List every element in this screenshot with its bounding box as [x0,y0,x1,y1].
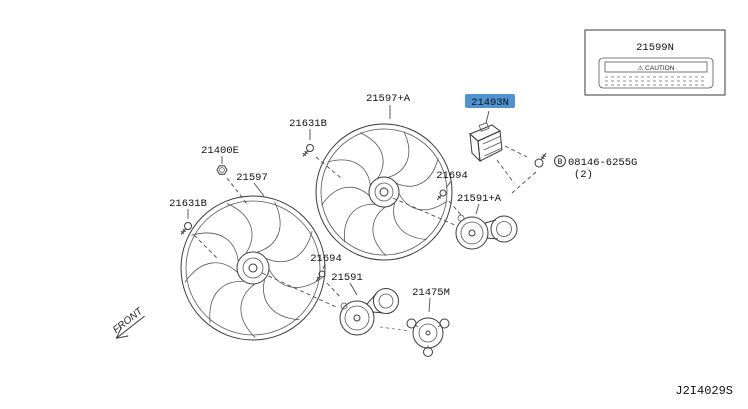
part-label-08146-number[interactable]: 08146-6255G [568,157,637,169]
part-label-08146-6255G[interactable]: B 08146-6255G (2) [554,155,638,182]
part-label-21493N-highlighted[interactable]: 21493N [465,94,515,109]
label-leader-lines [187,105,490,313]
part-label-21475M[interactable]: 21475M [412,287,450,299]
caution-label-box: 21599N ⚠ CAUTION [584,29,726,96]
caution-label-text: ⚠ CAUTION [638,64,675,72]
part-label-21631B-left[interactable]: 21631B [169,198,207,210]
motor-21591A-part [455,214,518,250]
circled-b-icon [554,155,566,167]
highlight-background [465,94,515,108]
part-label-21493N[interactable]: 21493N [471,97,509,109]
screw-21694-top-icon [436,189,447,201]
bolt-21631B-top-icon [302,144,314,157]
front-label: FRONT [111,305,146,335]
bolt-21631B-left-icon [180,222,192,235]
part-label-21591A[interactable]: 21591+A [457,193,502,205]
circled-b-letter: B [558,158,563,167]
screw-21694-mid-icon [315,270,326,282]
resistor-21493N-part [469,122,503,163]
part-label-21599N[interactable]: 21599N [636,42,674,54]
diagram-code: J2I4029S [675,384,733,398]
front-direction-indicator: FRONT [111,305,146,339]
nut-21400E-icon [216,165,228,175]
part-label-21694-mid[interactable]: 21694 [310,253,342,265]
part-label-21591[interactable]: 21591 [331,272,363,284]
part-label-21597A[interactable]: 21597+A [366,93,411,105]
part-label-21400E[interactable]: 21400E [201,145,239,157]
fan-wheel-21597A [315,123,453,261]
part-labels: 21597+A 21631B 21400E 21597 21631B 21493… [169,93,637,299]
bolt-08146-icon [534,152,547,168]
fan-wheel-21597 [180,195,326,341]
motor-21591-part [339,288,399,336]
part-label-21597[interactable]: 21597 [236,172,268,184]
part-label-08146-qty: (2) [574,169,593,181]
bracket-21475M-part [406,317,450,357]
part-label-21694-top[interactable]: 21694 [436,170,468,182]
part-label-21631B-top[interactable]: 21631B [289,118,327,130]
